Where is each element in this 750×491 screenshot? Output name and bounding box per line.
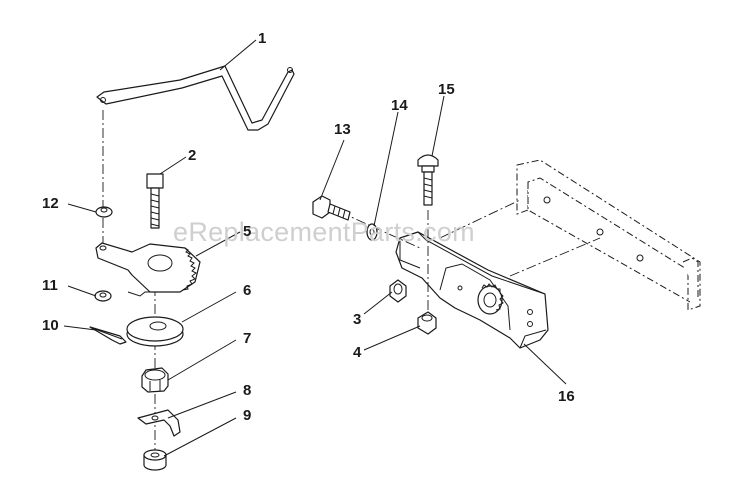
part-11-washer bbox=[94, 290, 112, 302]
right-assembly-centerline-bolt13 bbox=[339, 211, 421, 249]
part-14-washer bbox=[366, 223, 378, 241]
assembly-connector-line-2 bbox=[439, 199, 521, 239]
watermark-text: eReplacementParts.com bbox=[173, 217, 475, 247]
callout-15: 15 bbox=[438, 81, 455, 98]
part-8-clip bbox=[137, 409, 181, 437]
part-3-spacer bbox=[389, 279, 407, 303]
part-15-carriage-bolt bbox=[417, 154, 439, 206]
callout-7: 7 bbox=[243, 330, 251, 347]
callout-13: 13 bbox=[334, 121, 351, 138]
callout-8: 8 bbox=[243, 382, 251, 399]
callout-12: 12 bbox=[42, 195, 59, 212]
callout-10: 10 bbox=[42, 317, 59, 334]
part-12-nut bbox=[95, 206, 113, 218]
leader-lines bbox=[63, 39, 567, 457]
part-6-disc bbox=[126, 316, 184, 347]
part-4-nut bbox=[417, 311, 437, 335]
callout-16: 16 bbox=[558, 388, 575, 405]
callout-4: 4 bbox=[353, 344, 362, 361]
part-2-bolt bbox=[146, 173, 164, 229]
part-16-mounting-bracket bbox=[395, 231, 549, 349]
part-5-gear-bracket bbox=[95, 242, 201, 297]
callout-3: 3 bbox=[353, 311, 361, 328]
callout-2: 2 bbox=[188, 147, 196, 164]
callout-6: 6 bbox=[243, 282, 251, 299]
callout-5: 5 bbox=[243, 223, 251, 240]
callout-1: 1 bbox=[258, 30, 266, 47]
part-1-shift-rod bbox=[96, 65, 295, 131]
part-10-cotter-pin bbox=[89, 326, 127, 345]
frame-phantom-outline bbox=[516, 159, 701, 311]
callout-14: 14 bbox=[391, 97, 408, 114]
callout-11: 11 bbox=[42, 277, 58, 294]
part-7-nut bbox=[141, 367, 169, 393]
assembly-connector-line-1 bbox=[509, 237, 601, 277]
callout-9: 9 bbox=[243, 407, 251, 424]
part-9-spacer bbox=[143, 449, 167, 471]
